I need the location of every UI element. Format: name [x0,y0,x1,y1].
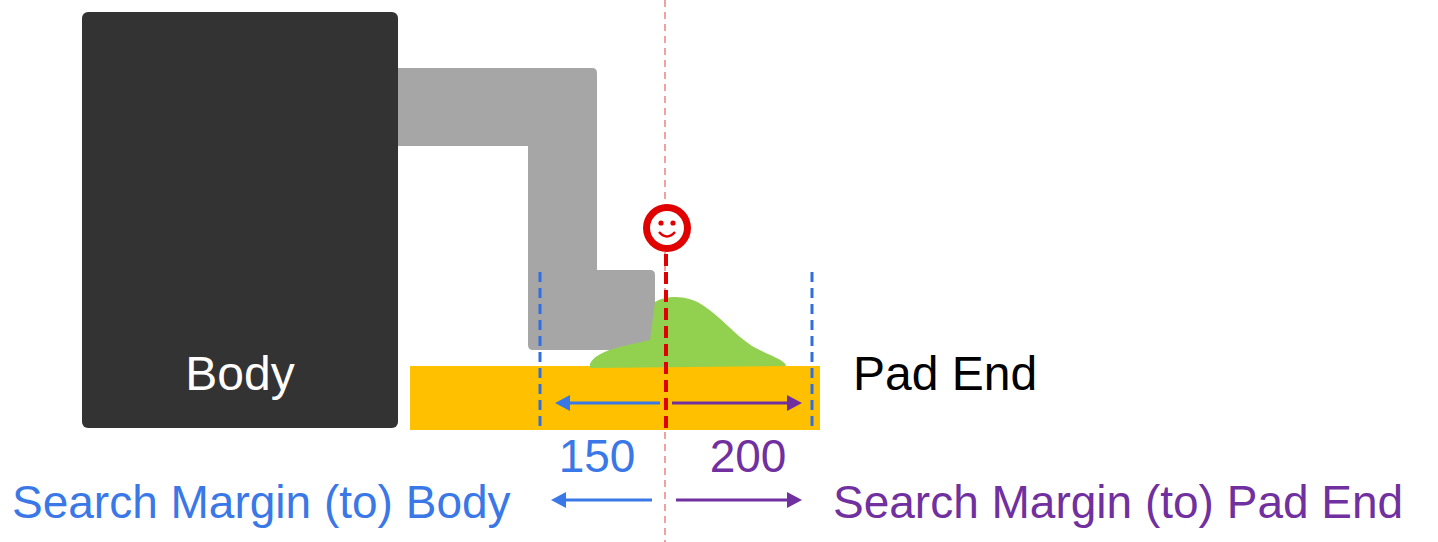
dimension-value: 150 [559,433,636,479]
green-blob [590,297,786,368]
body-box: Body [82,12,398,428]
legend-arrow-body [551,492,652,508]
pad [410,366,820,430]
search-limit-body [539,272,542,426]
arrow-to-pad-end [672,395,802,411]
pad-end-label: Pad End [853,350,1037,398]
smiley-marker [643,204,691,252]
center-guide [664,0,666,542]
arrow-to-body [555,395,660,411]
margin-label: Search Margin (to) Body [12,479,511,525]
margin-label: Search Margin (to) Pad End [833,479,1403,525]
center-line [664,254,668,430]
robot-arm [398,68,655,350]
dimension-value: 200 [710,433,787,479]
search-limit-pad-end [811,272,814,426]
box-label: Body [185,350,294,398]
legend-arrow-pad-end [676,492,802,508]
